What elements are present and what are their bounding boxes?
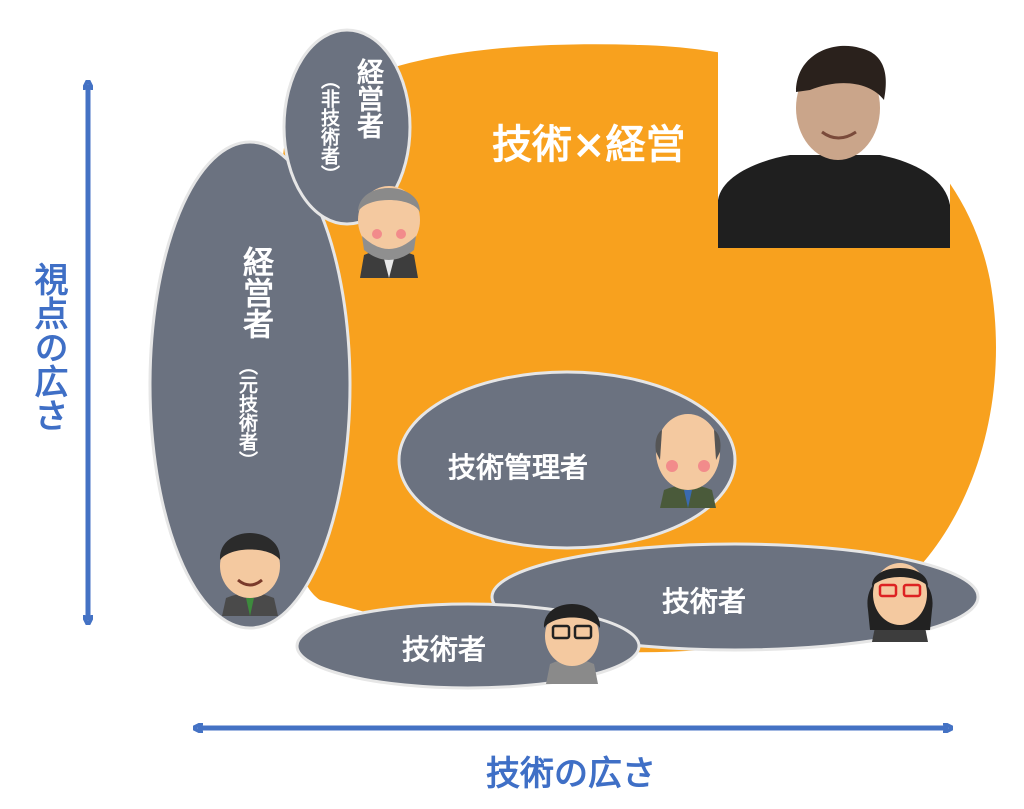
female-engineer-icon — [867, 563, 933, 642]
horizontal-axis-label: 技術の広さ — [486, 754, 656, 794]
glasses-engineer-icon — [543, 604, 601, 684]
engineer-right-label: 技術者 — [662, 585, 747, 618]
tech-manager-label: 技術管理者 — [448, 451, 589, 484]
bald-manager-icon — [655, 414, 721, 508]
exec-nontech-label: 経営者 — [352, 58, 383, 139]
engineer-left-label: 技術者 — [402, 633, 487, 666]
exec-extech-sublabel: （元技術者） — [236, 356, 258, 470]
elder-executive-icon — [358, 186, 420, 278]
portrait-photo — [718, 38, 950, 248]
exec-extech-ellipse — [148, 140, 352, 630]
exec-extech-label: 経営者 — [237, 246, 273, 339]
tech-manager-ellipse — [397, 370, 737, 550]
vertical-axis-label: 視点の広さ — [28, 262, 68, 432]
exec-nontech-sublabel: （非技術者） — [318, 70, 340, 184]
exec-nontech-ellipse — [282, 28, 412, 226]
main-region-label: 技術×経営 — [492, 122, 686, 168]
executive-icon — [219, 533, 281, 616]
